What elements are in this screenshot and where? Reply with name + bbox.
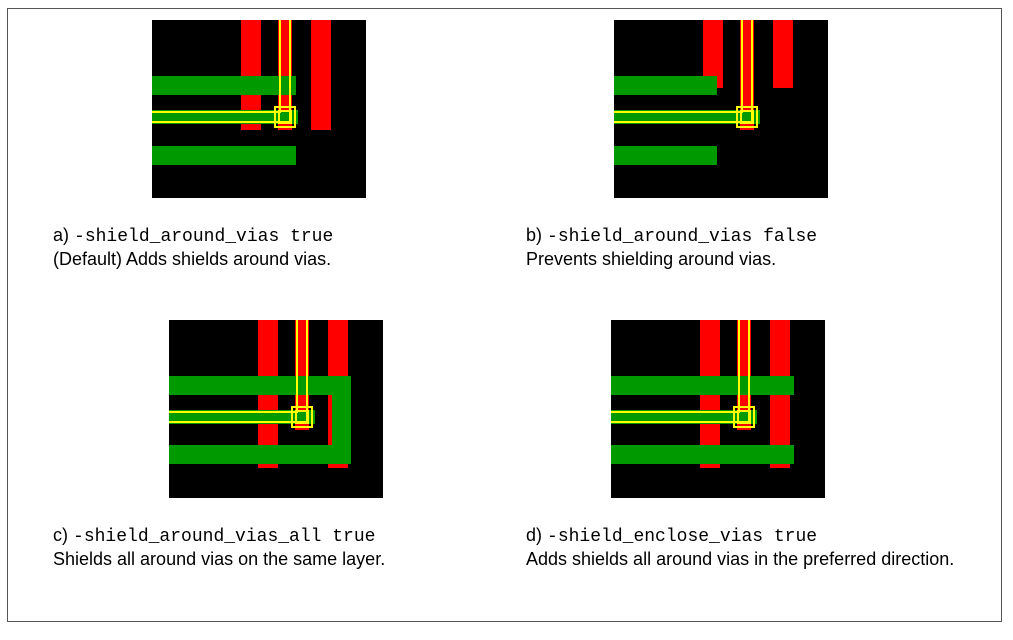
red-signal-wire bbox=[740, 20, 754, 130]
red-signal-wire bbox=[295, 320, 309, 430]
caption-c: c) -shield_around_vias_all true Shields … bbox=[53, 524, 513, 570]
caption-d-option: -shield_enclose_vias true bbox=[547, 527, 818, 547]
caption-c-option-row: c) -shield_around_vias_all true bbox=[53, 525, 376, 547]
green-signal-wire bbox=[152, 110, 298, 124]
caption-c-description: Shields all around vias on the same laye… bbox=[53, 549, 386, 569]
via-outer bbox=[291, 406, 313, 428]
green-shield-top bbox=[611, 376, 794, 395]
green-shield-top bbox=[152, 76, 296, 95]
via-inner bbox=[737, 410, 751, 424]
layout-diagram-d bbox=[611, 320, 825, 498]
green-shield-bottom bbox=[611, 445, 794, 464]
green-shield-top bbox=[614, 76, 717, 95]
caption-b-description: Prevents shielding around vias. bbox=[526, 249, 777, 269]
red-shield-left bbox=[241, 20, 261, 130]
green-signal-wire bbox=[611, 410, 757, 424]
caption-b-option: -shield_around_vias false bbox=[547, 227, 818, 247]
caption-b-option-row: b) -shield_around_vias false bbox=[526, 225, 818, 247]
caption-a-option: -shield_around_vias true bbox=[74, 227, 334, 247]
via-inner bbox=[278, 110, 292, 124]
caption-a: a) -shield_around_vias true (Default) Ad… bbox=[53, 224, 513, 270]
caption-b: b) -shield_around_vias false Prevents sh… bbox=[526, 224, 986, 270]
via-outer bbox=[274, 106, 296, 128]
red-shield-left bbox=[703, 20, 723, 88]
caption-a-option-row: a) -shield_around_vias true bbox=[53, 225, 334, 247]
red-shield-right bbox=[311, 20, 331, 130]
via-inner bbox=[295, 410, 309, 424]
caption-d-letter: d) bbox=[526, 525, 543, 545]
caption-a-letter: a) bbox=[53, 225, 70, 245]
caption-c-option: -shield_around_vias_all true bbox=[73, 527, 376, 547]
caption-b-letter: b) bbox=[526, 225, 543, 245]
red-signal-wire bbox=[278, 20, 292, 130]
via-inner bbox=[740, 110, 754, 124]
via-outer bbox=[733, 406, 755, 428]
green-shield-bottom bbox=[152, 146, 296, 165]
caption-d-option-row: d) -shield_enclose_vias true bbox=[526, 525, 818, 547]
green-signal-wire bbox=[169, 410, 315, 424]
via-outer bbox=[736, 106, 758, 128]
caption-a-description: (Default) Adds shields around vias. bbox=[53, 249, 332, 269]
green-shield-bottom bbox=[614, 146, 717, 165]
green-shield-top bbox=[169, 376, 351, 395]
red-shield-right bbox=[773, 20, 793, 88]
layout-diagram-b bbox=[614, 20, 828, 198]
red-signal-wire bbox=[737, 320, 751, 430]
caption-d: d) -shield_enclose_vias true Adds shield… bbox=[526, 524, 956, 570]
layout-diagram-c bbox=[169, 320, 383, 498]
caption-d-description: Adds shields all around vias in the pref… bbox=[526, 549, 955, 569]
green-signal-wire bbox=[614, 110, 760, 124]
caption-c-letter: c) bbox=[53, 525, 68, 545]
figure-frame: a) -shield_around_vias true (Default) Ad… bbox=[7, 8, 1002, 622]
layout-diagram-a bbox=[152, 20, 366, 198]
green-shield-bottom bbox=[169, 445, 351, 464]
green-shield-end bbox=[332, 376, 351, 464]
